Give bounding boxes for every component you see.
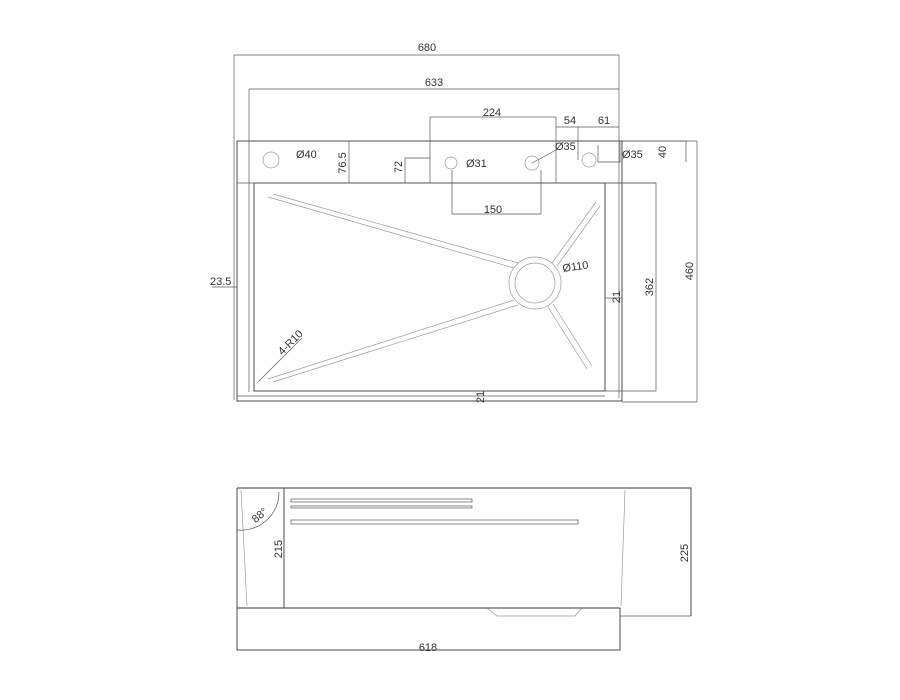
side-bowl-wall-left	[240, 489, 248, 607]
label-460: 460	[684, 262, 696, 280]
dim-line-72	[404, 157, 430, 183]
groove-bottom-left-b	[272, 304, 519, 383]
dim-frame-150	[451, 170, 542, 215]
side-angle-arc	[236, 491, 280, 531]
groove-top-left-a	[267, 196, 515, 269]
groove-top-right-b	[556, 205, 601, 267]
label-224: 224	[483, 107, 501, 119]
label-633: 633	[425, 77, 443, 89]
side-view: 88° 215 225 618	[236, 487, 692, 654]
side-bowl-wall-right	[620, 489, 626, 607]
label-drain: Ø110	[562, 259, 590, 275]
label-225: 225	[679, 544, 691, 562]
groove-bottom-right-a	[552, 303, 593, 367]
side-bowl-bottom-detail	[486, 607, 583, 617]
label-hole-middle: Ø31	[466, 158, 487, 170]
sink-outline	[236, 140, 623, 402]
label-hole-left: Ø40	[296, 149, 317, 161]
dim-frame-40	[597, 140, 687, 163]
label-150: 150	[484, 204, 502, 216]
label-40: 40	[657, 146, 669, 158]
label-54: 54	[564, 115, 576, 127]
label-362: 362	[644, 278, 656, 296]
label-hole-right-outer: Ø35	[622, 149, 643, 161]
groove-bottom-left-a	[267, 299, 515, 380]
label-21-bottom: 21	[475, 391, 487, 403]
label-angle: 88°	[250, 506, 270, 526]
side-outer-top-right	[237, 487, 692, 616]
top-view: 680 633 224 54 61 Ø40 Ø31 Ø35 Ø35 76.5 7…	[210, 42, 698, 403]
rail-middle	[290, 505, 473, 509]
label-corner-radius: 4-R10	[276, 328, 306, 358]
rail-top	[290, 498, 473, 503]
drain-outer	[508, 256, 562, 310]
label-76-5: 76.5	[337, 152, 349, 173]
groove-top-right-a	[551, 201, 597, 264]
label-23-5: 23.5	[210, 276, 231, 288]
leader-corner-radius	[257, 337, 303, 383]
hole-left	[262, 151, 280, 169]
drain-inner	[514, 262, 556, 304]
side-base	[236, 607, 621, 651]
dim-frame-362	[605, 182, 657, 392]
groove-top-left-b	[272, 193, 519, 264]
label-61: 61	[598, 115, 610, 127]
label-680: 680	[418, 42, 436, 54]
label-21-right: 21	[611, 291, 623, 303]
label-72: 72	[393, 161, 405, 173]
label-hole-right-inner: Ø35	[555, 141, 576, 153]
rail-bottom	[290, 519, 579, 525]
hole-middle	[444, 156, 458, 170]
label-618: 618	[419, 642, 437, 654]
label-215: 215	[273, 540, 285, 558]
bowl-outline	[253, 182, 606, 392]
leader-hole-right-inner	[531, 149, 557, 164]
drainage-grooves	[267, 193, 601, 383]
groove-bottom-right-b	[547, 306, 588, 370]
hole-right-outer	[581, 152, 597, 168]
hole-right-inner	[524, 155, 540, 171]
dim-frame-224	[429, 116, 557, 184]
